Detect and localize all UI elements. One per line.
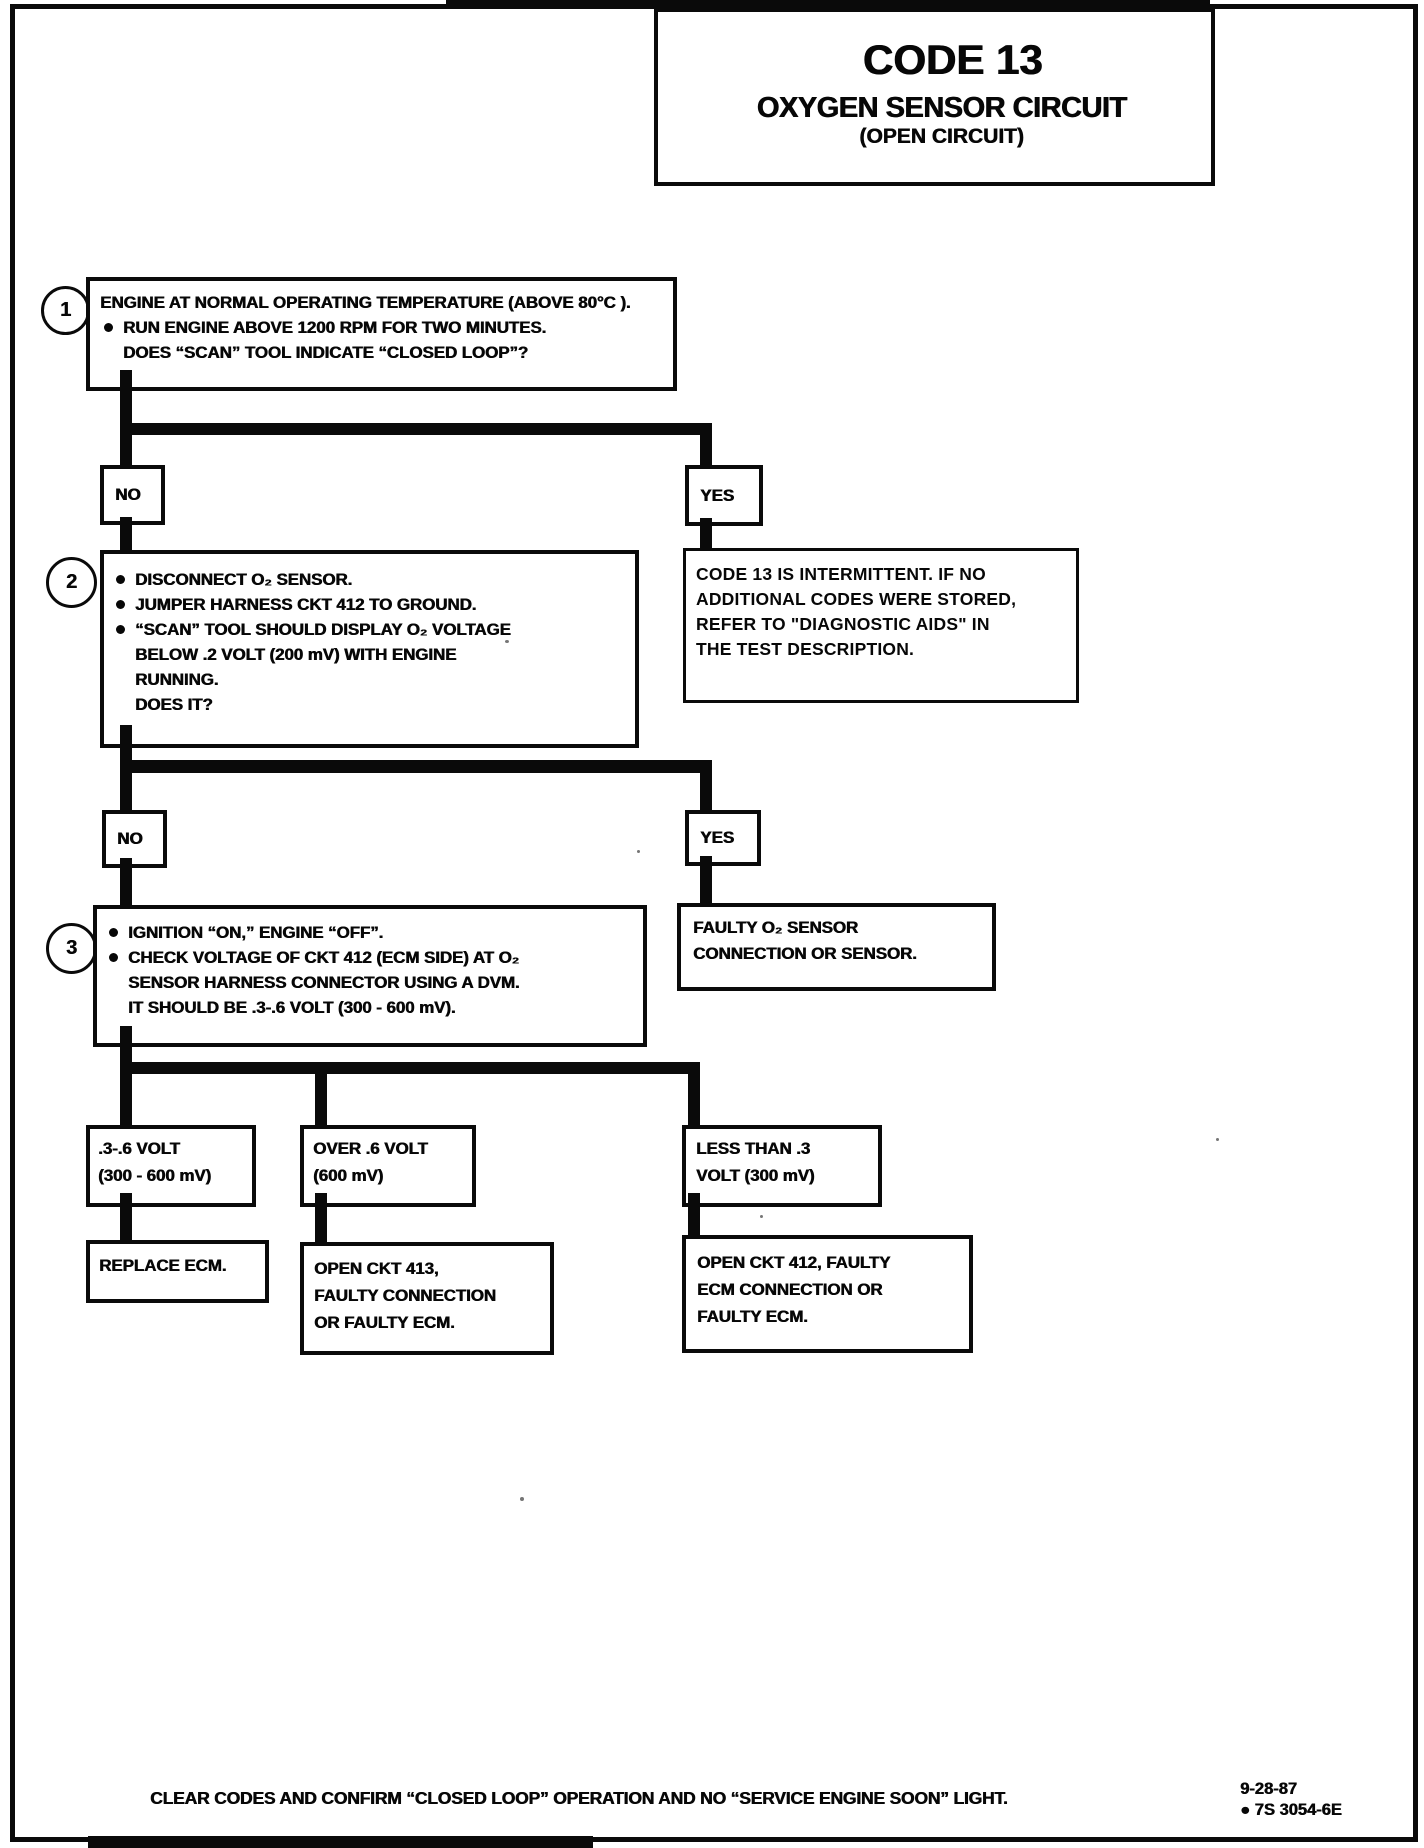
connector-step2-bar <box>120 760 712 773</box>
connector-branch3-drop <box>688 1074 700 1125</box>
no-label: NO <box>115 485 141 504</box>
connector-step1-bar <box>120 423 712 435</box>
step3-bullet2-line1: CHECK VOLTAGE OF CKT 412 (ECM SIDE) AT O… <box>128 948 520 967</box>
step-number: 2 <box>65 571 78 593</box>
bullet-icon <box>109 953 118 962</box>
no-label: NO <box>117 829 143 848</box>
branch2-line2: (600 mV) <box>313 1166 384 1185</box>
connector-step2-down <box>120 725 132 765</box>
bullet-icon <box>116 575 125 584</box>
decision-no-1: NO <box>100 465 165 525</box>
connector-step2-yes-drop <box>700 773 712 810</box>
result2-line3: OR FAULTY ECM. <box>314 1313 455 1332</box>
step3-bullet2-line2: SENSOR HARNESS CONNECTOR USING A DVM. <box>128 973 520 992</box>
branch-box-normal-voltage: .3-.6 VOLT (300 - 600 mV) <box>86 1125 256 1207</box>
connector-result2-drop <box>315 1193 327 1242</box>
step2-bullet2: JUMPER HARNESS CKT 412 TO GROUND. <box>135 595 477 614</box>
bullet-icon <box>116 625 125 634</box>
step1-question: DOES “SCAN” TOOL INDICATE “CLOSED LOOP”? <box>123 343 528 362</box>
intermittent-line4: THE TEST DESCRIPTION. <box>696 639 915 659</box>
decision-no-2: NO <box>102 810 167 868</box>
bullet-icon <box>116 600 125 609</box>
result3-line3: FAULTY ECM. <box>697 1307 808 1326</box>
step-number: 1 <box>59 299 72 321</box>
bullet-icon <box>109 928 118 937</box>
step3-bullet1: IGNITION “ON,” ENGINE “OFF”. <box>128 923 384 942</box>
connector-result3-drop <box>688 1193 700 1235</box>
terminal-box-intermittent: CODE 13 IS INTERMITTENT. IF NO ADDITIONA… <box>683 548 1079 703</box>
branch-box-under-voltage: LESS THAN .3 VOLT (300 mV) <box>682 1125 882 1207</box>
footer-instruction: CLEAR CODES AND CONFIRM “CLOSED LOOP” OP… <box>150 1788 1008 1808</box>
connector-no2-step3 <box>120 858 132 905</box>
scan-speck <box>760 1215 763 1218</box>
result3-line2: ECM CONNECTION OR <box>697 1280 883 1299</box>
yes-label: YES <box>700 485 735 505</box>
connector-step1-yes-drop <box>700 435 712 465</box>
connector-result1-drop <box>120 1193 132 1240</box>
intermittent-line3: REFER TO "DIAGNOSTIC AIDS" IN <box>696 614 990 634</box>
faulty-line2: CONNECTION OR SENSOR. <box>693 944 917 963</box>
faulty-line1: FAULTY O₂ SENSOR <box>693 918 858 937</box>
footer-reference: 9-28-87 ● 7S 3054-6E <box>1240 1779 1342 1821</box>
bullet-icon <box>104 323 113 332</box>
page-subtitle: (OPEN CIRCUIT) <box>859 125 1024 148</box>
step2-question: DOES IT? <box>135 695 213 714</box>
connector-step1-no-drop <box>120 435 132 465</box>
branch3-line2: VOLT (300 mV) <box>696 1166 815 1185</box>
connector-branch2-drop <box>315 1074 327 1125</box>
connector-step1-down <box>120 370 132 427</box>
flow-box-step2: DISCONNECT O₂ SENSOR. JUMPER HARNESS CKT… <box>100 550 639 748</box>
result-box-ckt412: OPEN CKT 412, FAULTY ECM CONNECTION OR F… <box>682 1235 973 1353</box>
title-box: CODE 13 OXYGEN SENSOR CIRCUIT (OPEN CIRC… <box>654 8 1215 186</box>
intermittent-line2: ADDITIONAL CODES WERE STORED, <box>696 589 1017 609</box>
connector-step3-bar <box>120 1062 700 1074</box>
scan-speck <box>505 640 509 643</box>
connector-step3-down <box>120 1026 132 1068</box>
scan-speck <box>1216 1138 1219 1141</box>
step1-line1: ENGINE AT NORMAL OPERATING TEMPERATURE (… <box>100 293 631 312</box>
result-box-ckt413: OPEN CKT 413, FAULTY CONNECTION OR FAULT… <box>300 1242 554 1355</box>
result2-line2: FAULTY CONNECTION <box>314 1286 496 1305</box>
step2-bullet3-line1: “SCAN” TOOL SHOULD DISPLAY O₂ VOLTAGE <box>135 620 511 639</box>
yes-label: YES <box>700 828 735 847</box>
scan-speck <box>520 1497 524 1501</box>
step-number: 3 <box>65 937 78 959</box>
branch1-line1: .3-.6 VOLT <box>98 1139 180 1158</box>
connector-branch1-drop <box>120 1074 132 1125</box>
step2-bullet1: DISCONNECT O₂ SENSOR. <box>135 570 353 589</box>
flow-box-step1: ENGINE AT NORMAL OPERATING TEMPERATURE (… <box>86 277 677 391</box>
branch3-line1: LESS THAN .3 <box>696 1139 811 1158</box>
result-box-replace-ecm: REPLACE ECM. <box>86 1240 269 1303</box>
step1-bullet1: RUN ENGINE ABOVE 1200 RPM FOR TWO MINUTE… <box>123 318 547 337</box>
scan-smudge-bottom <box>88 1836 593 1848</box>
branch-box-over-voltage: OVER .6 VOLT (600 mV) <box>300 1125 476 1207</box>
branch2-line1: OVER .6 VOLT <box>313 1139 428 1158</box>
connector-no1-step2 <box>120 517 132 550</box>
decision-yes-1: YES <box>685 465 763 526</box>
result2-line1: OPEN CKT 413, <box>314 1259 439 1278</box>
step2-bullet3-line3: RUNNING. <box>135 670 219 689</box>
footer-date: 9-28-87 <box>1240 1780 1297 1798</box>
connector-step2-no-drop <box>120 773 132 810</box>
step2-bullet3-line2: BELOW .2 VOLT (200 mV) WITH ENGINE <box>135 645 457 664</box>
step3-bullet2-line3: IT SHOULD BE .3-.6 VOLT (300 - 600 mV). <box>128 998 456 1017</box>
decision-yes-2: YES <box>685 810 761 866</box>
intermittent-line1: CODE 13 IS INTERMITTENT. IF NO <box>696 564 986 584</box>
result1-line1: REPLACE ECM. <box>99 1256 227 1275</box>
branch1-line2: (300 - 600 mV) <box>98 1166 211 1185</box>
scan-speck <box>637 850 640 853</box>
step-circle-1: 1 <box>41 286 90 335</box>
step-circle-3: 3 <box>46 923 97 974</box>
connector-yes1-intermittent <box>700 518 712 548</box>
page-title: OXYGEN SENSOR CIRCUIT <box>756 92 1127 124</box>
page-title-code: CODE 13 <box>862 36 1043 83</box>
terminal-box-faulty-sensor: FAULTY O₂ SENSOR CONNECTION OR SENSOR. <box>677 903 996 991</box>
result3-line1: OPEN CKT 412, FAULTY <box>697 1253 891 1272</box>
scan-smudge-top <box>446 0 1210 7</box>
footer-doc-number: ● 7S 3054-6E <box>1240 1801 1342 1819</box>
step-circle-2: 2 <box>46 557 97 608</box>
connector-yes2-faulty <box>700 856 712 903</box>
flow-box-step3: IGNITION “ON,” ENGINE “OFF”. CHECK VOLTA… <box>93 905 647 1047</box>
